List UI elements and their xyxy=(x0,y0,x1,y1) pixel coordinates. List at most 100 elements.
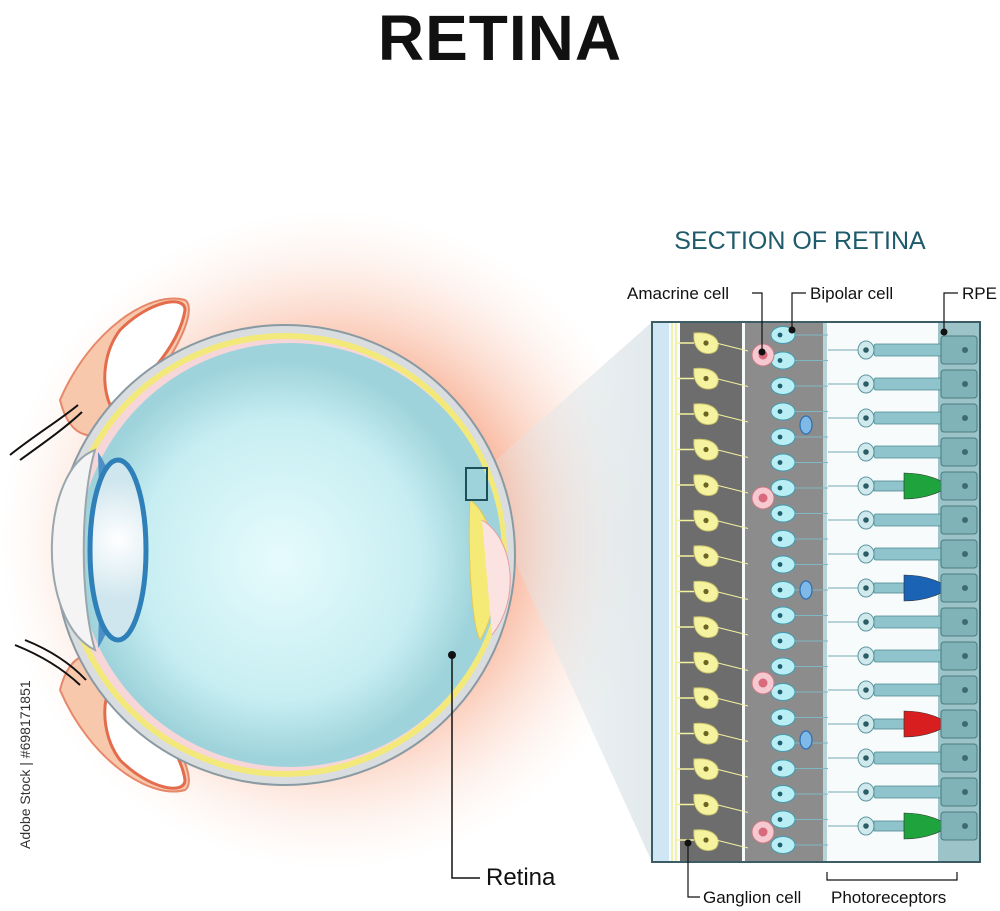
ganglion-nucleus xyxy=(703,446,709,453)
photoreceptor-nucleus xyxy=(863,585,869,591)
bipolar-nucleus xyxy=(777,791,783,797)
rpe-cell xyxy=(940,403,978,433)
amacrine-nucleus xyxy=(758,678,768,688)
ganglion-dendrite xyxy=(715,413,749,423)
photoreceptor-nucleus xyxy=(863,653,869,659)
photoreceptor-nucleus xyxy=(863,823,869,829)
bipolar-nucleus xyxy=(777,613,783,618)
bipolar-cell xyxy=(770,504,796,523)
bipolar-cell xyxy=(770,734,796,752)
ganglion-dendrite xyxy=(715,733,749,742)
photoreceptor-nucleus xyxy=(863,483,869,489)
photoreceptor-nucleus xyxy=(863,755,869,761)
rpe-nucleus xyxy=(962,755,968,761)
amacrine-nucleus xyxy=(758,827,768,837)
bipolar-nucleus xyxy=(777,715,783,720)
bipolar-cell xyxy=(770,530,796,548)
bipolar-cell xyxy=(770,632,796,650)
rpe-cell xyxy=(940,539,978,569)
bipolar-cell xyxy=(770,581,796,599)
photoreceptor-nucleus xyxy=(863,347,869,353)
rpe-nucleus xyxy=(962,517,968,523)
bipolar-nucleus xyxy=(777,562,783,567)
ganglion-nucleus xyxy=(703,588,709,595)
rpe-nucleus xyxy=(962,619,968,625)
rpe-nucleus xyxy=(962,551,968,557)
photoreceptor-nucleus xyxy=(863,517,869,523)
ganglion-nucleus xyxy=(703,659,709,666)
ganglion-dendrite xyxy=(715,520,749,529)
lens xyxy=(87,457,149,643)
rpe-cell xyxy=(940,709,978,739)
cone-inner-segment xyxy=(873,582,905,594)
ganglion-dendrite xyxy=(715,591,749,600)
zoom-box xyxy=(465,467,488,501)
rpe-cell xyxy=(940,471,978,501)
rpe-nucleus xyxy=(962,415,968,421)
ganglion-nucleus xyxy=(703,553,709,559)
cornea xyxy=(50,448,97,652)
photoreceptor-nucleus xyxy=(863,789,869,795)
rpe-cell xyxy=(940,437,978,467)
bipolar-nucleus xyxy=(777,689,783,695)
bipolar-cell xyxy=(770,402,796,421)
ganglion-nucleus xyxy=(703,695,709,701)
photoreceptor-nucleus xyxy=(863,381,869,387)
bipolar-cell xyxy=(770,759,796,778)
ganglion-nucleus xyxy=(703,730,709,737)
section-title: SECTION OF RETINA xyxy=(674,227,926,255)
bipolar-cell xyxy=(770,479,796,497)
bipolar-cell xyxy=(770,606,796,625)
cone-inner-segment xyxy=(873,718,905,730)
ganglion-dendrite xyxy=(715,804,749,813)
rpe-nucleus xyxy=(962,789,968,795)
bipolar-cell-label: Bipolar cell xyxy=(810,284,894,303)
ganglion-dendrite xyxy=(715,839,749,849)
rpe-nucleus xyxy=(962,585,968,591)
bipolar-nucleus xyxy=(777,587,783,593)
ganglion-dendrite xyxy=(715,662,749,671)
rpe-cell xyxy=(940,641,978,671)
ganglion-nucleus xyxy=(703,801,709,808)
retina-section xyxy=(651,321,981,863)
inner-limiting-membrane xyxy=(653,323,669,861)
photoreceptor-nucleus xyxy=(863,721,869,727)
bipolar-cell xyxy=(770,708,796,727)
ganglion-nucleus xyxy=(703,482,709,488)
ganglion-dendrite xyxy=(715,768,749,778)
ganglion-dendrite xyxy=(715,378,749,387)
bipolar-cell xyxy=(770,683,796,701)
rpe-nucleus xyxy=(962,483,968,489)
bipolar-nucleus xyxy=(777,434,783,440)
ganglion-dendrite xyxy=(715,449,749,458)
main-title: RETINA xyxy=(377,2,623,74)
blue-bipolar-cell xyxy=(799,580,813,600)
photoreceptor-nucleus xyxy=(863,551,869,557)
ganglion-nucleus xyxy=(703,837,709,843)
rpe-nucleus xyxy=(962,449,968,455)
bipolar-nucleus xyxy=(777,842,783,848)
ganglion-dendrite xyxy=(715,484,749,494)
bipolar-cell xyxy=(770,351,796,370)
rpe-cell xyxy=(940,777,978,807)
amacrine-cell-label: Amacrine cell xyxy=(627,284,730,303)
bipolar-nucleus xyxy=(777,409,783,414)
rpe-cell xyxy=(940,811,978,841)
bipolar-nucleus xyxy=(777,383,783,389)
upper-eyelid xyxy=(9,297,190,461)
ganglion-dendrite xyxy=(715,342,749,352)
rpe-nucleus xyxy=(962,721,968,727)
bipolar-cell xyxy=(770,377,796,395)
bipolar-cell xyxy=(770,657,796,676)
bipolar-nucleus xyxy=(777,740,783,746)
bipolar-cell xyxy=(770,428,796,446)
bipolar-cell xyxy=(770,555,796,574)
rpe-cell xyxy=(940,607,978,637)
photoreceptor-nucleus xyxy=(863,619,869,625)
outer-plexiform-layer xyxy=(823,323,827,861)
photoreceptor-nucleus xyxy=(863,687,869,693)
ganglion-nucleus xyxy=(703,340,709,346)
photoreceptors-label: Photoreceptors xyxy=(831,888,947,907)
magnification-beam xyxy=(487,322,652,862)
